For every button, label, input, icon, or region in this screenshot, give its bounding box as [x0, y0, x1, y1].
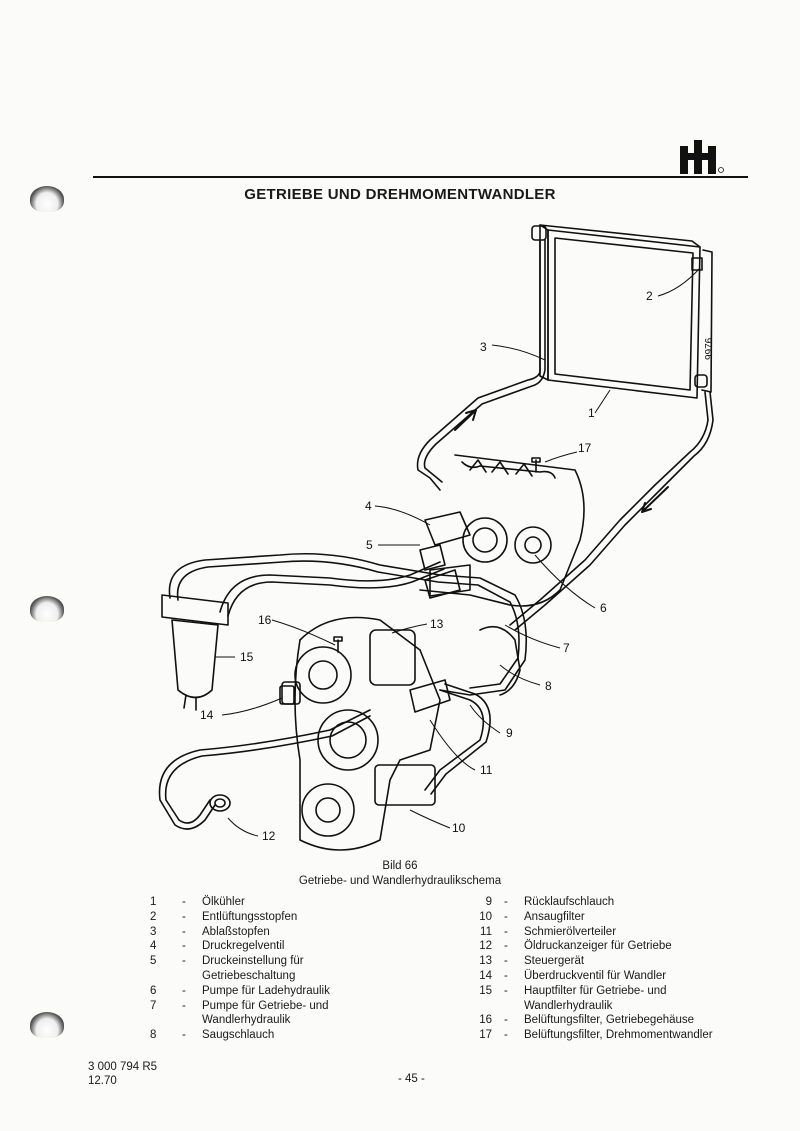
callout-13: 13	[430, 617, 444, 631]
header-rule	[93, 176, 748, 178]
binder-hole-middle	[30, 596, 64, 622]
legend-item: 12-Öldruckanzeiger für Getriebe	[479, 940, 672, 953]
legend-item: 14-Überdruckventil für Wandler	[479, 969, 667, 982]
ih-logo	[680, 140, 724, 174]
legend-item: 13-Steuergerät	[479, 955, 585, 968]
figure-label: Bild 66	[382, 860, 418, 872]
transmission-housing	[281, 454, 585, 851]
legend-right: 9-Rücklaufschlauch 10-Ansaugfilter 11-Sc…	[470, 895, 713, 1043]
callout-9: 9	[506, 726, 513, 740]
legend-item: 16-Belüftungsfilter, Getriebegehäuse	[479, 1014, 695, 1027]
legend-item: 4-Druckregelventil	[150, 940, 285, 953]
callout-14: 14	[200, 708, 214, 722]
binder-hole-top	[30, 186, 64, 212]
callout-5: 5	[366, 538, 373, 552]
page-number: - 45 -	[398, 1073, 425, 1085]
binder-hole-bottom	[30, 1012, 64, 1038]
callout-17: 17	[578, 441, 592, 455]
main-filter	[161, 594, 229, 711]
oil-cooler	[531, 224, 713, 399]
callout-2: 2	[646, 289, 653, 303]
pipe-cooler-feed	[509, 391, 709, 626]
callout-1: 1	[588, 406, 595, 420]
callout-12: 12	[262, 829, 276, 843]
figure-caption: Getriebe- und Wandlerhydraulikschema	[298, 875, 502, 887]
gauge-hose	[158, 709, 371, 830]
legend-item: 1-Ölkühler	[150, 896, 245, 908]
document-date: 12.70	[88, 1075, 117, 1087]
drawing-code: 9976.	[704, 335, 715, 360]
legend-item-continued: Wandlerhydraulik	[202, 1014, 291, 1027]
legend-item: 10-Ansaugfilter	[479, 910, 585, 923]
legend-item: 7-Pumpe für Getriebe- und	[150, 999, 329, 1012]
callout-10: 10	[452, 821, 466, 835]
pipe-cooler-return	[416, 239, 541, 491]
legend-item: 3-Ablaßstopfen	[150, 925, 270, 938]
callout-4: 4	[365, 499, 372, 513]
callout-11: 11	[480, 763, 493, 777]
legend-item: 8-Saugschlauch	[150, 1029, 275, 1042]
legend-item: 17-Belüftungsfilter, Drehmomentwandler	[479, 1029, 713, 1042]
oil-pressure-gauge	[209, 794, 231, 812]
callout-8: 8	[545, 679, 552, 693]
callout-16: 16	[258, 613, 272, 627]
return-hose	[424, 689, 485, 791]
callout-3: 3	[480, 340, 487, 354]
legend-item: 2-Entlüftungsstopfen	[150, 910, 298, 923]
legend-item: 6-Pumpe für Ladehydraulik	[150, 984, 330, 997]
callout-15: 15	[240, 650, 254, 664]
legend-item: 11-Schmierölverteiler	[480, 925, 617, 938]
legend-item: 9-Rücklaufschlauch	[485, 896, 615, 908]
legend-item-continued: Wandlerhydraulik	[524, 999, 613, 1012]
suction-hose	[168, 552, 528, 696]
legend-item: 15-Hauptfilter für Getriebe- und	[479, 984, 667, 997]
page-title: GETRIEBE UND DREHMOMENTWANDLER	[244, 186, 556, 203]
legend-item-continued: Getriebeschaltung	[202, 969, 296, 982]
legend-item: 5-Druckeinstellung für	[150, 955, 304, 968]
callout-7: 7	[563, 641, 570, 655]
callout-6: 6	[600, 601, 607, 615]
hydraulic-schematic-drawing: 1 2 3 4 5 6 7 8 9 10 11 12 13 14 15 16 1…	[158, 224, 715, 851]
document-number: 3 000 794 R5	[88, 1061, 158, 1073]
legend-left: 1-Ölkühler 2-Entlüftungsstopfen 3-Ablaßs…	[150, 895, 330, 1043]
